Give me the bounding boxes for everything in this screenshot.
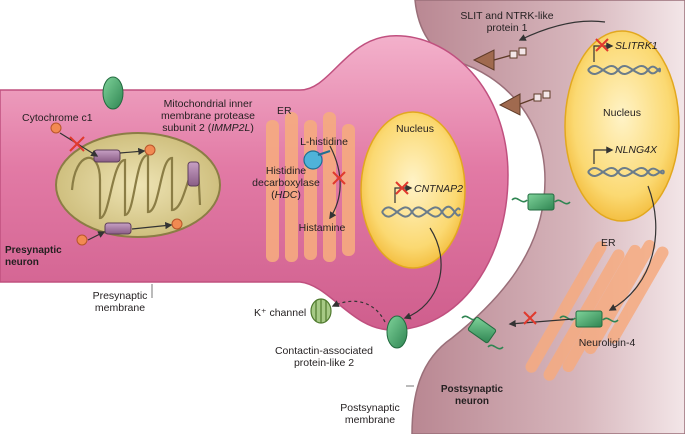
label-cytochrome: Cytochrome c1 bbox=[22, 112, 93, 124]
caspr-to-k-arrow bbox=[331, 300, 386, 323]
label-slit-line2: protein 1 bbox=[487, 22, 528, 34]
label-hdc-line1: Histidine bbox=[266, 165, 306, 177]
presynaptic-neuron-body bbox=[0, 35, 509, 331]
label-er-postsynaptic: ER bbox=[601, 237, 616, 249]
inhibit-cross-cntnap2 bbox=[395, 181, 409, 195]
neuroligin-protein-cleft bbox=[511, 193, 571, 211]
label-histamine: Histamine bbox=[299, 222, 346, 234]
label-postsynaptic-neuron-line2: neuron bbox=[455, 396, 489, 407]
er-presynaptic bbox=[266, 112, 355, 262]
neuroligin-protein-er bbox=[559, 310, 619, 328]
label-neuroligin: Neuroligin-4 bbox=[579, 337, 636, 349]
cytochrome-molecules bbox=[50, 122, 183, 246]
inhibit-cross-cytochrome bbox=[69, 136, 85, 152]
label-postsynaptic-membrane-line1: Postsynaptic bbox=[340, 402, 400, 414]
caspr2-protein bbox=[386, 315, 408, 349]
slitrk1-promoter-arrow bbox=[593, 42, 614, 62]
mito-arrow-3 bbox=[131, 222, 173, 230]
label-hdc-line3: (HDC) bbox=[271, 189, 301, 201]
cntnap2-to-caspr-arrow bbox=[403, 227, 442, 320]
dna-nlgn4x bbox=[587, 166, 665, 178]
inhibit-cross-neuroligin bbox=[523, 311, 537, 325]
slitrk1-protein-1 bbox=[472, 47, 527, 71]
label-nlgn4x: NLNG4X bbox=[615, 144, 658, 156]
hdc-enzyme bbox=[303, 150, 331, 170]
label-presynaptic-neuron-line2: neuron bbox=[5, 257, 39, 268]
label-k-channel: K⁺ channel bbox=[254, 307, 306, 319]
mito-arrow-2 bbox=[87, 231, 106, 241]
membrane-protein-top bbox=[102, 76, 124, 110]
label-immp2l-line1: Mitochondrial inner bbox=[164, 98, 253, 110]
label-caspr2-line1: Contactin-associated bbox=[275, 345, 373, 357]
label-postsynaptic-membrane-line2: membrane bbox=[345, 414, 395, 426]
label-caspr2-line2: protein-like 2 bbox=[294, 357, 354, 369]
label-slitrk1: SLITRK1 bbox=[615, 40, 658, 52]
slitrk1-protein-2 bbox=[498, 90, 551, 116]
cntnap2-promoter-arrow bbox=[394, 184, 413, 203]
dna-cntnap2 bbox=[381, 205, 461, 219]
label-postsynaptic-neuron-line1: Postsynaptic bbox=[441, 384, 504, 395]
inhibit-cross-hdc bbox=[332, 171, 346, 185]
label-presynaptic-membrane-line2: membrane bbox=[95, 302, 145, 314]
nlgn4x-to-neuroligin-arrow bbox=[608, 185, 657, 311]
inhibit-cross-slitrk1 bbox=[595, 38, 609, 52]
label-presynaptic-membrane-line1: Presynaptic bbox=[93, 290, 148, 302]
mito-arrow-1 bbox=[119, 147, 146, 156]
label-immp2l-line2: membrane protease bbox=[161, 110, 255, 122]
nucleus-postsynaptic bbox=[564, 30, 680, 222]
neuroligin-traffic-arrow bbox=[508, 318, 574, 328]
histidine-arrow bbox=[329, 145, 341, 220]
dna-slitrk1 bbox=[587, 64, 661, 76]
label-immp2l-line3: subunit 2 (IMMP2L) bbox=[162, 122, 254, 134]
label-nucleus-presynaptic: Nucleus bbox=[396, 123, 434, 135]
label-cntnap2: CNTNAP2 bbox=[414, 183, 463, 195]
mitochondrion bbox=[55, 132, 221, 238]
slitrk1-to-protein-arrow bbox=[518, 20, 606, 41]
k-channel bbox=[310, 298, 332, 324]
nlgn4x-promoter-arrow bbox=[593, 146, 614, 164]
label-hdc-line2: decarboxylase bbox=[252, 177, 320, 189]
label-presynaptic-neuron-line1: Presynaptic bbox=[5, 245, 62, 256]
label-slit-line1: SLIT and NTRK-like bbox=[460, 10, 553, 22]
label-l-histidine: L-histidine bbox=[300, 136, 348, 148]
label-er-presynaptic: ER bbox=[277, 105, 292, 117]
neuroligin-protein-membrane bbox=[461, 315, 504, 350]
label-nucleus-postsynaptic: Nucleus bbox=[603, 107, 641, 119]
nucleus-presynaptic bbox=[360, 111, 466, 269]
